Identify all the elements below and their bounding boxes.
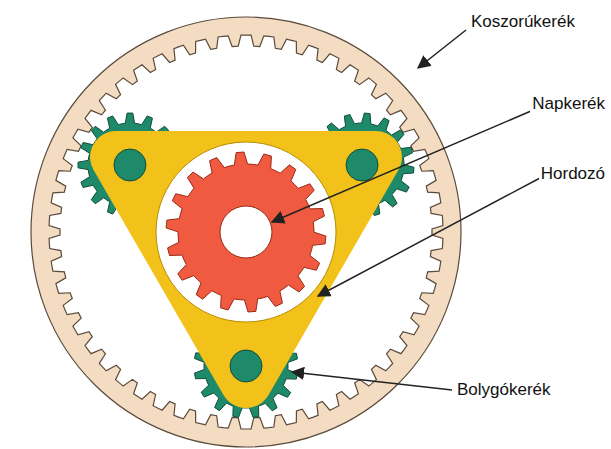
planet-pin (230, 350, 262, 382)
ring-gear (31, 17, 461, 447)
leader-line (292, 372, 452, 390)
leader-group (272, 30, 540, 390)
part-label: Bolygókerék (455, 380, 553, 400)
part-label: Napkerék (530, 94, 607, 114)
leader-line (272, 108, 538, 222)
part-label: Koszorúkerék (469, 12, 577, 32)
sun-gear (166, 152, 326, 312)
leader-line (418, 30, 466, 68)
carrier-opening (156, 142, 336, 322)
part-label: Hordozó (539, 164, 607, 184)
planet-pin (114, 149, 146, 181)
gear-group (31, 17, 461, 447)
leader-line (318, 178, 540, 296)
planet-pin (346, 149, 378, 181)
